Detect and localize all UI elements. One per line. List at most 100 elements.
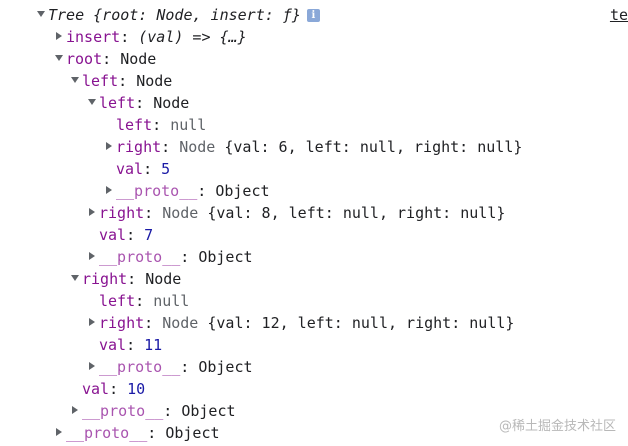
- property-key: root: [66, 50, 103, 68]
- property-key: insert: [66, 28, 121, 46]
- separator: :: [197, 182, 216, 200]
- separator: :: [127, 270, 146, 288]
- watermark: @稀土掘金技术社区: [498, 419, 616, 434]
- class-name: Object: [181, 402, 236, 420]
- right-val-row: val: 11: [0, 334, 162, 356]
- property-key: left: [82, 72, 119, 90]
- caret-right-icon[interactable]: [85, 356, 99, 378]
- property-key: left: [99, 292, 136, 310]
- left-left-right-row[interactable]: right: Node {val: 6, left: null, right: …: [0, 136, 522, 158]
- info-icon[interactable]: i: [306, 9, 320, 22]
- insert-property-row[interactable]: insert: (val) => {…}: [0, 26, 247, 48]
- separator: :: [135, 94, 154, 112]
- tree-proto-row[interactable]: __proto__: Object: [0, 422, 220, 444]
- separator: :: [144, 314, 163, 332]
- left-right-row[interactable]: right: Node {val: 8, left: null, right: …: [0, 202, 505, 224]
- class-name: Node: [153, 94, 190, 112]
- class-name: Node: [136, 72, 173, 90]
- property-key: val: [116, 160, 144, 178]
- left-proto-row[interactable]: __proto__: Object: [0, 246, 253, 268]
- property-key: right: [116, 138, 162, 156]
- separator: :: [180, 248, 199, 266]
- separator: :: [135, 292, 154, 310]
- caret-down-icon[interactable]: [34, 4, 48, 26]
- null-value: null: [170, 116, 207, 134]
- null-value: null: [153, 292, 190, 310]
- class-name: Node: [120, 50, 157, 68]
- object-preview: {val: 12, left: null, right: null}: [207, 314, 515, 332]
- source-link[interactable]: te: [609, 6, 628, 24]
- property-key: __proto__: [99, 248, 181, 266]
- separator: :: [147, 424, 166, 442]
- property-key: val: [99, 336, 127, 354]
- separator: :: [180, 358, 199, 376]
- property-key: right: [82, 270, 128, 288]
- caret-right-icon[interactable]: [68, 400, 82, 422]
- class-name: Object: [198, 248, 253, 266]
- property-key: left: [116, 116, 153, 134]
- class-name: Object: [198, 358, 253, 376]
- caret-right-icon[interactable]: [85, 202, 99, 224]
- property-key: val: [82, 380, 110, 398]
- number-value: 7: [144, 226, 154, 244]
- property-key: __proto__: [66, 424, 148, 442]
- class-name: Node: [145, 270, 182, 288]
- class-name: Node: [162, 314, 199, 332]
- property-key: __proto__: [99, 358, 181, 376]
- separator: :: [120, 28, 139, 46]
- root-property-row[interactable]: root: Node: [0, 48, 156, 70]
- root-val-row: val: 10: [0, 378, 145, 400]
- separator: :: [102, 50, 121, 68]
- separator: :: [126, 226, 145, 244]
- class-name: Object: [215, 182, 270, 200]
- left-left-val-row: val: 5: [0, 158, 170, 180]
- object-preview: {val: 6, left: null, right: null}: [224, 138, 523, 156]
- caret-right-icon[interactable]: [85, 312, 99, 334]
- separator: :: [161, 138, 180, 156]
- root-left-row[interactable]: left: Node: [0, 70, 172, 92]
- object-preview: {val: 8, left: null, right: null}: [207, 204, 506, 222]
- tree-object-row[interactable]: Tree {root: Node, insert: ƒ} i: [0, 4, 320, 26]
- left-left-row[interactable]: left: Node: [0, 92, 189, 114]
- number-value: 11: [144, 336, 163, 354]
- separator: :: [163, 402, 182, 420]
- class-name: Node: [162, 204, 199, 222]
- right-left-row: left: null: [0, 290, 189, 312]
- root-proto-row[interactable]: __proto__: Object: [0, 400, 236, 422]
- property-key: left: [99, 94, 136, 112]
- property-key: right: [99, 314, 145, 332]
- class-name: Node: [179, 138, 216, 156]
- right-right-row[interactable]: right: Node {val: 12, left: null, right:…: [0, 312, 514, 334]
- caret-down-icon[interactable]: [68, 70, 82, 92]
- number-value: 10: [127, 380, 146, 398]
- separator: :: [126, 336, 145, 354]
- caret-right-icon[interactable]: [102, 180, 116, 202]
- property-key: __proto__: [82, 402, 164, 420]
- caret-down-icon[interactable]: [68, 268, 82, 290]
- caret-right-icon[interactable]: [52, 26, 66, 48]
- property-key: right: [99, 204, 145, 222]
- separator: :: [143, 160, 162, 178]
- property-key: __proto__: [116, 182, 198, 200]
- caret-right-icon[interactable]: [52, 422, 66, 444]
- separator: :: [144, 204, 163, 222]
- separator: :: [118, 72, 137, 90]
- number-value: 5: [161, 160, 171, 178]
- caret-down-icon[interactable]: [85, 92, 99, 114]
- right-proto-row[interactable]: __proto__: Object: [0, 356, 253, 378]
- property-key: val: [99, 226, 127, 244]
- tree-class-label: Tree: [48, 6, 85, 24]
- tree-preview: {root: Node, insert: ƒ}: [93, 6, 301, 24]
- left-left-proto-row[interactable]: __proto__: Object: [0, 180, 270, 202]
- left-left-left-row: left: null: [0, 114, 206, 136]
- caret-down-icon[interactable]: [52, 48, 66, 70]
- caret-right-icon[interactable]: [85, 246, 99, 268]
- class-name: Object: [165, 424, 220, 442]
- separator: :: [152, 116, 171, 134]
- separator: :: [109, 380, 128, 398]
- root-right-row[interactable]: right: Node: [0, 268, 181, 290]
- function-preview: (val) => {…}: [138, 28, 247, 46]
- left-val-row: val: 7: [0, 224, 153, 246]
- caret-right-icon[interactable]: [102, 136, 116, 158]
